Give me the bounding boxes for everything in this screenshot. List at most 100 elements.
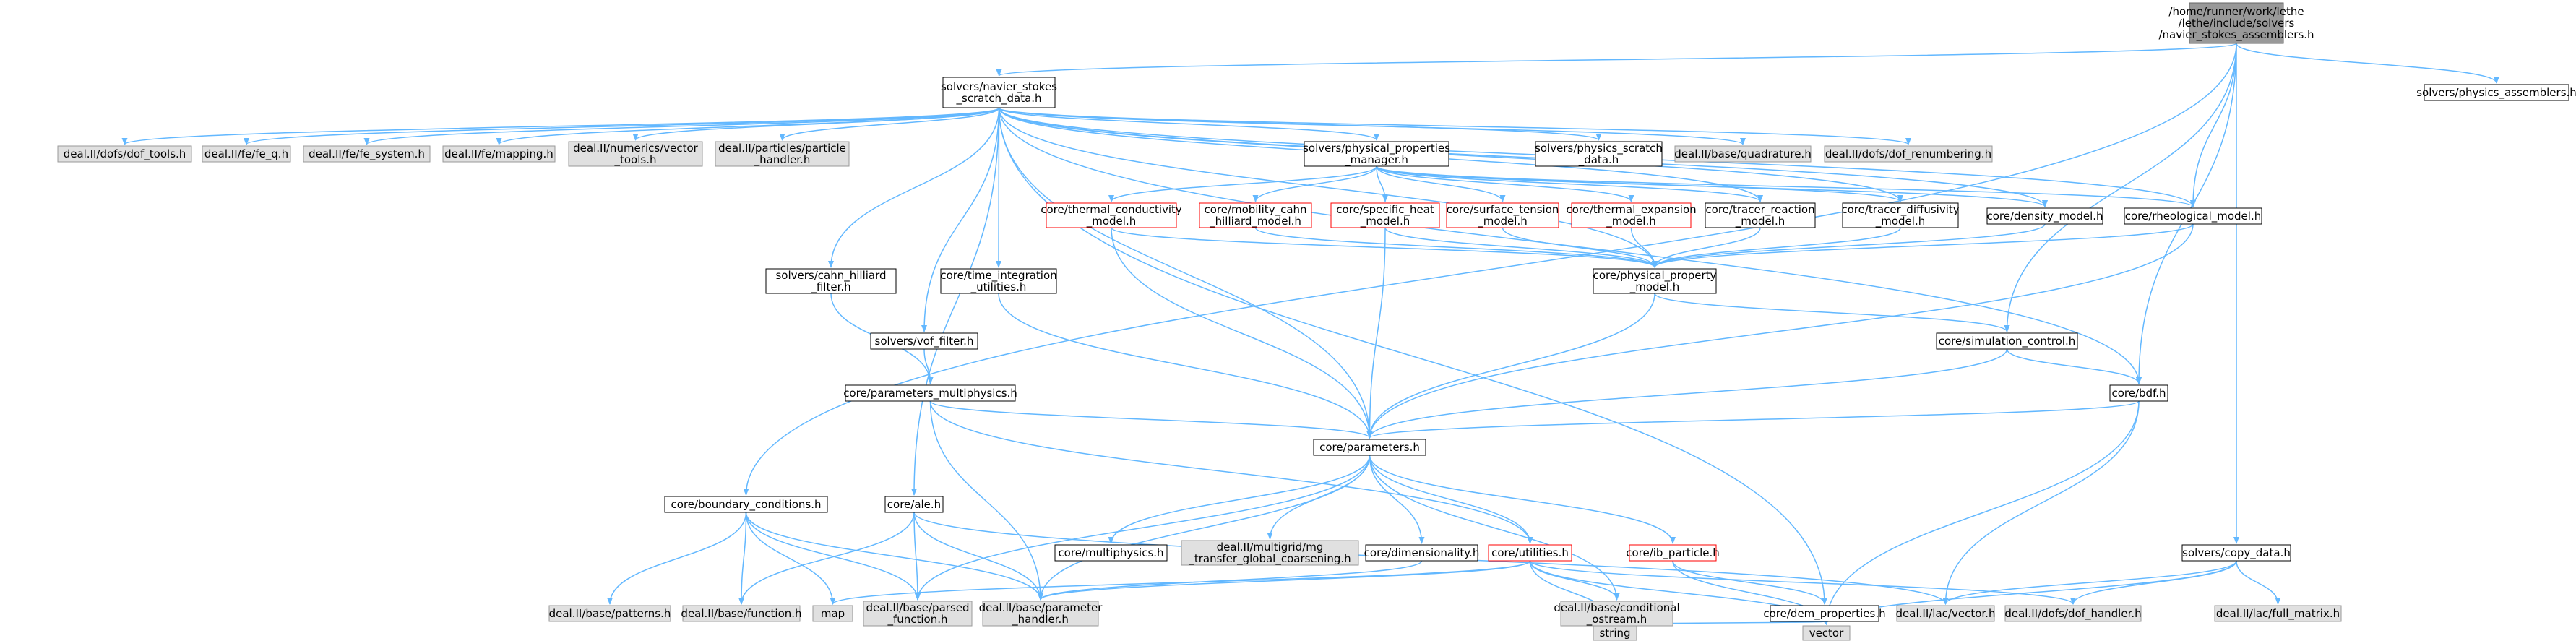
node-bc[interactable]: core/boundary_conditions.h <box>664 496 828 513</box>
node-tracdiff[interactable]: core/tracer_diffusivity_model.h <box>1841 202 1960 228</box>
node-quad[interactable]: deal.II/base/quadrature.h <box>1674 145 1812 163</box>
node-paramhandler-label-0: deal.II/base/parameter <box>979 601 1103 614</box>
edge-thermcond-to-params <box>1111 227 1373 439</box>
node-timeint[interactable]: core/time_integration_utilities.h <box>940 268 1057 294</box>
node-function-box <box>682 605 801 622</box>
node-ale[interactable]: core/ale.h <box>884 496 944 513</box>
node-string-box <box>1593 625 1637 641</box>
edge-physprop-to-simctrl <box>1654 293 2010 332</box>
edge-ppm-to-surftens <box>1376 165 1506 202</box>
node-surftens[interactable]: core/surface_tension_model.h <box>1446 202 1559 228</box>
node-paramhandler[interactable]: deal.II/base/parameter_handler.h <box>979 601 1103 627</box>
edge-nssd-to-vectools <box>632 107 1000 141</box>
node-bc-box <box>664 496 828 513</box>
node-dimless-box <box>1365 544 1478 562</box>
node-lacvector[interactable]: deal.II/lac/vector.h <box>1896 605 1996 622</box>
node-chfilter[interactable]: solvers/cahn_hilliard_filter.h <box>765 268 897 294</box>
node-mobility-label-1: _hilliard_model.h <box>1209 215 1301 228</box>
node-copydata[interactable]: solvers/copy_data.h <box>2181 544 2291 562</box>
node-specheat[interactable]: core/specific_heat_model.h <box>1330 202 1440 228</box>
node-parsedfunc[interactable]: deal.II/base/parsed_function.h <box>863 601 973 627</box>
node-mapping[interactable]: deal.II/fe/mapping.h <box>442 145 556 163</box>
edge-root-to-rheo <box>2190 43 2237 207</box>
node-pssd[interactable]: solvers/physics_scratch_data.h <box>1535 141 1663 167</box>
node-dofrenum[interactable]: deal.II/dofs/dof_renumbering.h <box>1824 145 1993 163</box>
node-lacvector-label-0: deal.II/lac/vector.h <box>1896 607 1996 620</box>
node-thermcond[interactable]: core/thermal_conductivity_model.h <box>1041 202 1182 228</box>
edge-ale-to-parsedfunc <box>913 512 921 601</box>
node-map[interactable]: map <box>812 605 853 622</box>
edge-ale-to-function <box>738 512 915 605</box>
node-root[interactable]: /home/runner/work/lethe/lethe/include/so… <box>2158 2 2314 44</box>
node-density[interactable]: core/density_model.h <box>1986 207 2103 225</box>
node-patterns[interactable]: deal.II/base/patterns.h <box>548 605 671 622</box>
node-root-label-1: /lethe/include/solvers <box>2179 17 2295 30</box>
edge-surftens-to-physprop <box>1502 227 1658 268</box>
node-dofhandler[interactable]: deal.II/dofs/dof_handler.h <box>2004 605 2142 622</box>
edge-tracreact-to-physprop <box>1652 227 1761 268</box>
node-params-label-0: core/parameters.h <box>1319 441 1420 454</box>
node-fesys-label-0: deal.II/fe/fe_system.h <box>309 147 425 161</box>
node-condostream[interactable]: deal.II/base/conditional_ostream.h <box>1554 601 1680 627</box>
node-nssd[interactable]: solvers/navier_stokes_scratch_data.h <box>941 77 1057 108</box>
node-parthandler-label-0: deal.II/particles/particle <box>718 142 846 155</box>
node-string-label-0: string <box>1599 627 1630 640</box>
node-tracreact-box <box>1705 202 1816 228</box>
node-dimless-label-0: core/dimensionality.h <box>1364 546 1480 559</box>
node-quad-label-0: deal.II/base/quadrature.h <box>1674 147 1811 160</box>
node-feq[interactable]: deal.II/fe/fe_q.h <box>202 145 291 163</box>
node-demprops-box <box>1770 605 1879 622</box>
node-mobility[interactable]: core/mobility_cahn_hilliard_model.h <box>1199 202 1312 228</box>
node-doftools[interactable]: deal.II/dofs/dof_tools.h <box>57 145 192 163</box>
node-mobility-box <box>1199 202 1312 228</box>
node-string[interactable]: string <box>1593 625 1637 641</box>
node-demprops[interactable]: core/dem_properties.h <box>1763 605 1886 622</box>
node-fesys[interactable]: deal.II/fe/fe_system.h <box>303 145 431 163</box>
node-tracreact[interactable]: core/tracer_reaction_model.h <box>1705 202 1816 228</box>
node-root-label-0: /home/runner/work/lethe <box>2168 5 2304 18</box>
node-mgtransfer-label-0: deal.II/multigrid/mg <box>1217 541 1324 554</box>
node-dimless[interactable]: core/dimensionality.h <box>1364 544 1480 562</box>
node-simctrl[interactable]: core/simulation_control.h <box>1936 332 2078 350</box>
node-rheo[interactable]: core/rheological_model.h <box>2124 207 2262 225</box>
node-mgtransfer[interactable]: deal.II/multigrid/mg_transfer_global_coa… <box>1181 540 1359 566</box>
edge-ppm-to-thermexp <box>1376 165 1634 202</box>
node-parmulti[interactable]: core/parameters_multiphysics.h <box>843 384 1017 402</box>
node-parsedfunc-box <box>863 601 973 627</box>
node-ppm[interactable]: solvers/physical_properties_manager.h <box>1303 141 1450 167</box>
edge-bc-to-map <box>745 512 836 605</box>
edge-root-to-psa <box>2236 43 2499 84</box>
node-dofhandler-box <box>2004 605 2142 622</box>
node-map-box <box>812 605 853 622</box>
node-params[interactable]: core/parameters.h <box>1313 439 1426 456</box>
edge-params-to-dimless <box>1369 455 1425 544</box>
node-physprop[interactable]: core/physical_property_model.h <box>1593 268 1717 294</box>
node-psa[interactable]: solvers/physics_assemblers.h <box>2416 84 2576 101</box>
node-map-label-0: map <box>821 607 845 620</box>
node-vectools[interactable]: deal.II/numerics/vector_tools.h <box>568 141 703 167</box>
node-bdf[interactable]: core/bdf.h <box>2109 384 2168 402</box>
node-thermexp-label-1: _model.h <box>1606 215 1655 228</box>
edge-utilities-to-paramhandler <box>1038 560 1531 601</box>
node-multiphys[interactable]: core/multiphysics.h <box>1054 544 1168 562</box>
edge-ppm-to-specheat <box>1376 165 1388 202</box>
edge-nssd-to-params <box>998 107 1373 439</box>
node-ibparticle[interactable]: core/ib_particle.h <box>1626 544 1720 562</box>
node-ibparticle-box <box>1629 544 1717 562</box>
edge-ppm-to-thermcond <box>1108 165 1377 202</box>
node-utilities[interactable]: core/utilities.h <box>1488 544 1572 562</box>
node-parthandler[interactable]: deal.II/particles/particle_handler.h <box>715 141 850 167</box>
node-vectools-box <box>568 141 703 167</box>
node-vector[interactable]: vector <box>1802 625 1851 641</box>
edge-nssd-to-feq <box>244 107 1000 145</box>
node-thermexp[interactable]: core/thermal_expansion_model.h <box>1566 202 1697 228</box>
node-ppm-label-0: solvers/physical_properties <box>1303 142 1450 155</box>
node-voffilter-box <box>870 332 978 350</box>
node-voffilter-label-0: solvers/vof_filter.h <box>875 335 974 348</box>
node-bdf-box <box>2109 384 2168 402</box>
node-voffilter[interactable]: solvers/vof_filter.h <box>870 332 978 350</box>
node-tracdiff-label-1: _model.h <box>1875 215 1925 228</box>
node-demprops-label-0: core/dem_properties.h <box>1763 607 1885 621</box>
node-fullmatrix[interactable]: deal.II/lac/full_matrix.h <box>2214 605 2342 622</box>
node-function[interactable]: deal.II/base/function.h <box>681 605 802 622</box>
